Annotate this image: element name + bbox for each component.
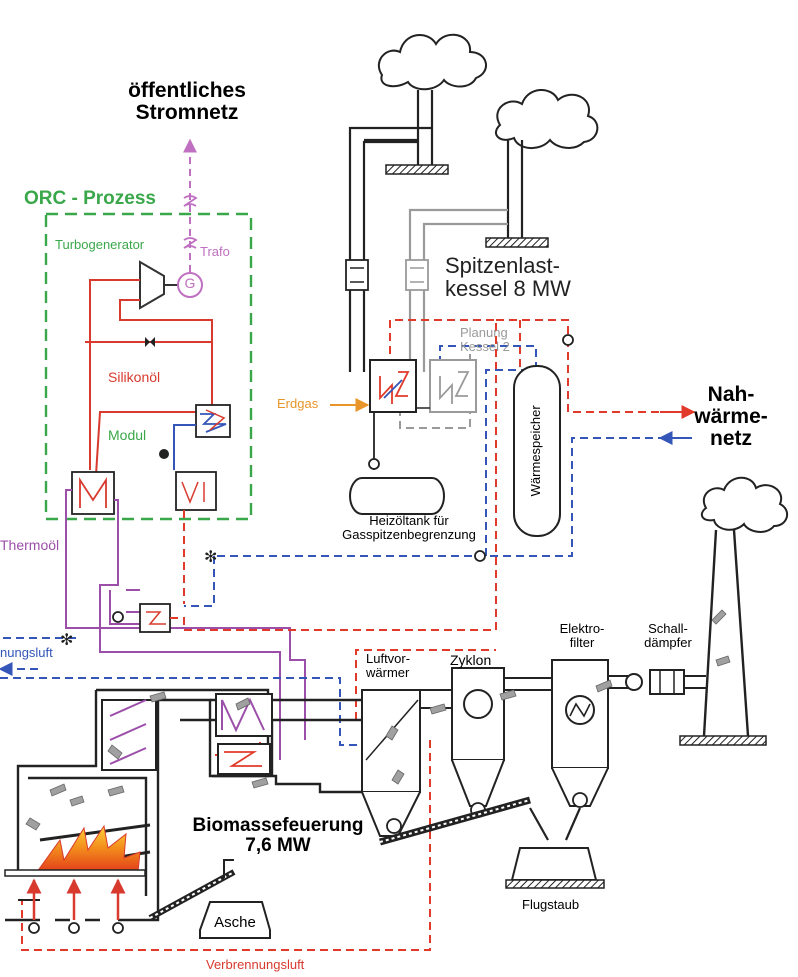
cyclone — [451, 667, 505, 761]
district-heating-line-3: netz — [710, 427, 752, 451]
pump-icon — [562, 334, 574, 346]
flue-gas-flow-arrows — [25, 609, 731, 831]
mixing-valve-icon: ✻ — [204, 547, 217, 566]
radiation-heat-exchanger — [101, 699, 157, 771]
biomass-boiler-label: Biomassefeuerung 7,6 MW — [168, 816, 388, 856]
filter-line-1: Elektro- — [559, 621, 605, 636]
chimney-base — [485, 237, 549, 248]
pump-icon — [368, 458, 380, 470]
smoke-cloud-icon — [377, 33, 789, 533]
silencer-line-2: dämpfer — [644, 634, 692, 650]
module-label: Modul — [108, 427, 147, 443]
chimney-base — [385, 164, 449, 175]
planned-boiler-2 — [429, 359, 477, 413]
combustion-air-bottom-label: Verbrennungsluft — [206, 957, 305, 972]
flue-silencer-planned — [405, 259, 429, 291]
pump-icon — [68, 922, 80, 934]
heat-storage-tank — [513, 365, 561, 537]
silicone-oil-label: Silikonöl — [108, 369, 161, 385]
flue-silencer — [345, 259, 369, 291]
pump-icon — [112, 922, 124, 934]
transformer-coil-icon — [183, 237, 198, 249]
biomass-line-1: Biomassefeuerung — [192, 815, 364, 836]
planning-line-2: Kessel 2 — [460, 338, 510, 354]
thermal-oil-loop — [65, 489, 306, 760]
rotary-valve-icon — [386, 818, 402, 834]
flue-gas-duct-planned — [408, 208, 508, 372]
air-preheater-line-2: wärmer — [366, 664, 410, 680]
generator-symbol: G — [184, 275, 196, 291]
oil-tank-line-1: Heizöltank für — [369, 513, 449, 528]
combustion-air-left-label: nungsluft — [0, 645, 53, 660]
trafo-label: Trafo — [200, 244, 230, 259]
condenser-heat-exchanger — [175, 471, 217, 511]
oil-tank-line-2: Gasspitzenbegrenzung — [342, 526, 476, 542]
evaporator-heat-exchanger — [71, 471, 115, 515]
planning-line-1: Planung — [460, 325, 508, 340]
biomass-boiler-housing — [5, 688, 398, 922]
pump-icon — [112, 611, 124, 623]
main-chimney — [702, 529, 750, 737]
valve-icon — [145, 337, 155, 347]
heat-storage-label: Wärmespeicher — [528, 405, 544, 497]
pump-icon — [28, 922, 40, 934]
peak-boiler-line-1: Spitzenlast- — [445, 253, 560, 278]
fly-ash-label: Flugstaub — [522, 897, 580, 912]
ash-label: Asche — [214, 914, 256, 931]
filter-line-2: filter — [569, 634, 595, 650]
air-preheater-label: Luftvor- wärmer — [366, 652, 410, 679]
peak-boiler-label: Spitzenlast- kessel 8 MW — [445, 254, 571, 300]
district-heating-line-2: wärme- — [694, 405, 768, 429]
peak-boiler-line-2: kessel 8 MW — [445, 276, 571, 302]
electrostatic-filter — [551, 659, 609, 769]
electrostatic-filter-label: Elektro- filter — [552, 622, 612, 649]
mixing-valve-icon: ✻ — [60, 630, 73, 649]
turbogenerator-label: Turbogenerator — [55, 237, 145, 252]
air-preheater — [361, 689, 421, 793]
silencer-line-1: Schall- — [648, 621, 688, 636]
grid-title-line-1: öffentliches — [128, 79, 246, 102]
silencer-label: Schall- dämpfer — [636, 622, 700, 649]
silencer — [649, 669, 685, 695]
cooling-water-line — [173, 424, 196, 470]
thermal-oil-label: Thermoöl — [0, 537, 60, 553]
heating-oil-tank — [349, 477, 445, 515]
peak-load-boiler — [369, 359, 417, 413]
orc-process-boundary — [44, 212, 253, 521]
pump-icon — [474, 550, 486, 562]
grid-title-line-2: Stromnetz — [135, 101, 239, 125]
generator-icon — [177, 272, 203, 298]
ash-bin — [199, 901, 271, 939]
grid-title: öffentliches Stromnetz — [112, 79, 262, 125]
district-heating-label: Nah- wärme- netz — [676, 383, 786, 451]
pump-icon — [159, 449, 169, 459]
combustion-air-arrows — [26, 878, 126, 920]
fly-ash-bin — [510, 847, 598, 881]
district-heating-line-1: Nah- — [707, 383, 755, 406]
cyclone-label: Zyklon — [450, 652, 492, 668]
module-heat-exchanger — [195, 404, 231, 438]
flame-icon — [32, 824, 141, 877]
planning-lines — [399, 350, 471, 429]
oil-tank-label: Heizöltank für Gasspitzenbegrenzung — [320, 514, 498, 541]
air-preheater-line-1: Luftvor- — [366, 651, 411, 666]
natural-gas-label: Erdgas — [277, 396, 319, 411]
biomass-line-2: 7,6 MW — [245, 834, 311, 856]
turbine-icon — [139, 260, 165, 310]
induced-draft-fan-icon — [625, 673, 643, 691]
orc-process-label: ORC - Prozess — [24, 188, 156, 209]
planning-label: Planung Kessel 2 — [460, 326, 510, 353]
rotary-valve-icon — [572, 792, 588, 808]
